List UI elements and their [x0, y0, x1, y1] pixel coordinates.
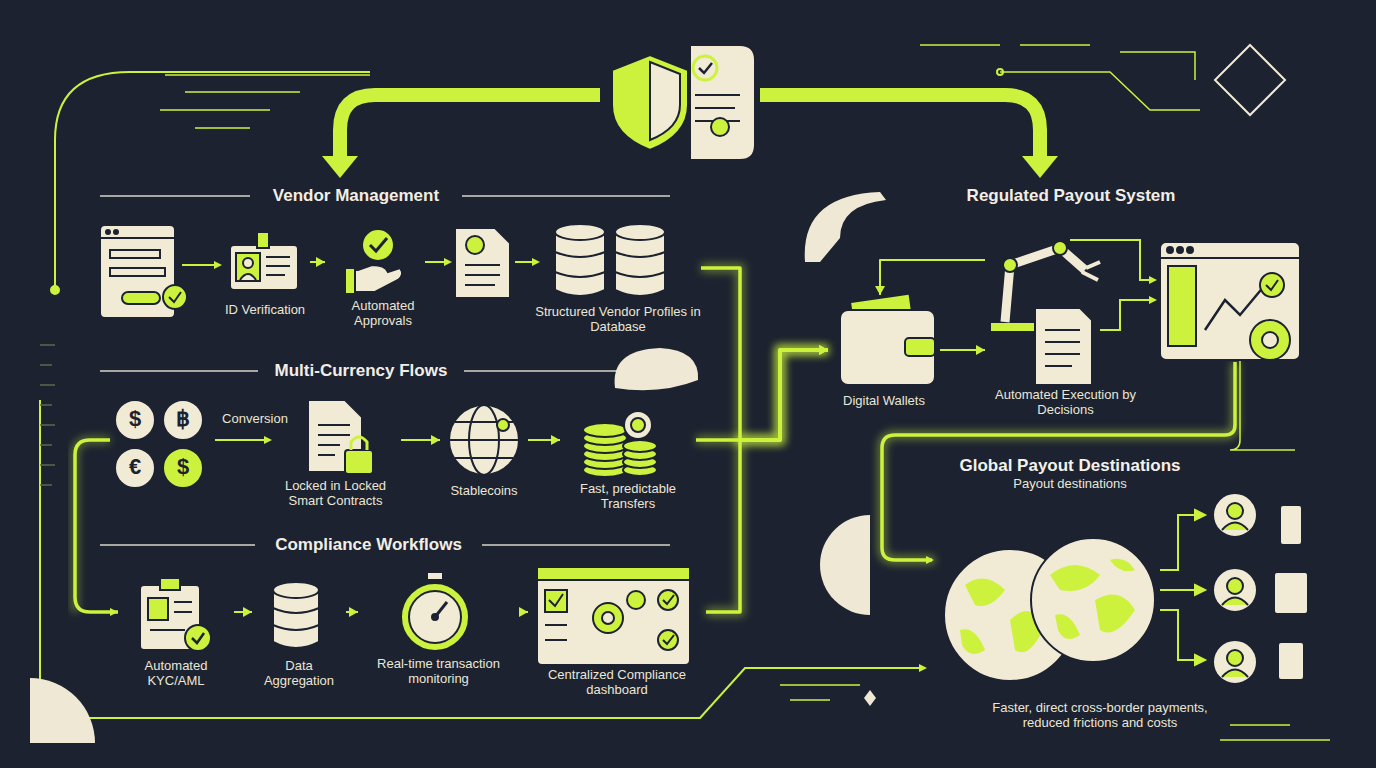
- flow-connector: [875, 260, 985, 295]
- flow-connector: [310, 257, 325, 267]
- icon-node: Structured Vendor Profiles in Database: [535, 222, 701, 335]
- node-label: Centralized Compliance dashboard: [528, 667, 706, 698]
- flow-connector: [234, 607, 252, 617]
- arrow-label: Conversion: [215, 411, 295, 426]
- icon-node: Real-time transaction monitoring: [358, 572, 519, 687]
- icon-node: Data Aggregation: [252, 580, 346, 689]
- node-label: Stablecoins: [450, 483, 517, 498]
- icon-node: Stablecoins: [440, 405, 528, 498]
- node-label: Digital Wallets: [843, 393, 925, 408]
- flow-connector: [940, 345, 985, 355]
- node-label: Automated Approvals: [325, 298, 441, 329]
- node-label: Automated Execution by Decisions: [985, 387, 1146, 418]
- section-heading: Regulated Payout System: [930, 186, 1212, 206]
- section-heading: Compliance Workflows: [255, 535, 482, 555]
- node-label: Fast, predictable Transfers: [560, 481, 696, 512]
- flow-connector: [706, 345, 828, 612]
- flow-connector: [401, 435, 440, 445]
- icon-node: Automated Execution by Decisions: [985, 250, 1146, 418]
- flow-connector: [519, 607, 528, 617]
- node-label: Payout destinations: [1013, 476, 1126, 491]
- node-label: Real-time transaction monitoring: [358, 656, 519, 687]
- flow-connector: [696, 345, 828, 440]
- section-heading: Multi-Currency Flows: [258, 361, 464, 381]
- node-label: Data Aggregation: [252, 658, 346, 689]
- group-heading: Global Payout Destinations: [959, 456, 1180, 476]
- flow-connector: [528, 435, 560, 445]
- currency-symbol: ฿: [168, 406, 198, 432]
- icon-node: ID Verification: [220, 232, 310, 317]
- flow-connector: [346, 607, 358, 617]
- icon-node: Automated KYC/AML: [118, 578, 234, 689]
- icon-node: Digital Wallets: [828, 295, 940, 408]
- node-label: Structured Vendor Profiles in Database: [535, 304, 701, 335]
- caption-note: Faster, direct cross-border payments, re…: [975, 700, 1225, 731]
- node-label: Locked in Locked Smart Contracts: [270, 478, 401, 509]
- section-heading: Vendor Management: [250, 186, 462, 206]
- currency-symbol: $: [168, 454, 198, 480]
- icon-node: Automated Approvals: [325, 228, 441, 329]
- icon-node: Fast, predictable Transfers: [560, 405, 696, 512]
- icon-node: Locked in Locked Smart Contracts: [270, 398, 401, 509]
- node-label: ID Verification: [225, 302, 305, 317]
- node-label: Automated KYC/AML: [118, 658, 234, 689]
- icon-node: Centralized Compliance dashboard: [528, 567, 706, 698]
- currency-symbol: $: [120, 406, 150, 432]
- icon-node: Global Payout DestinationsPayout destina…: [935, 456, 1205, 694]
- currency-symbol: €: [120, 454, 150, 480]
